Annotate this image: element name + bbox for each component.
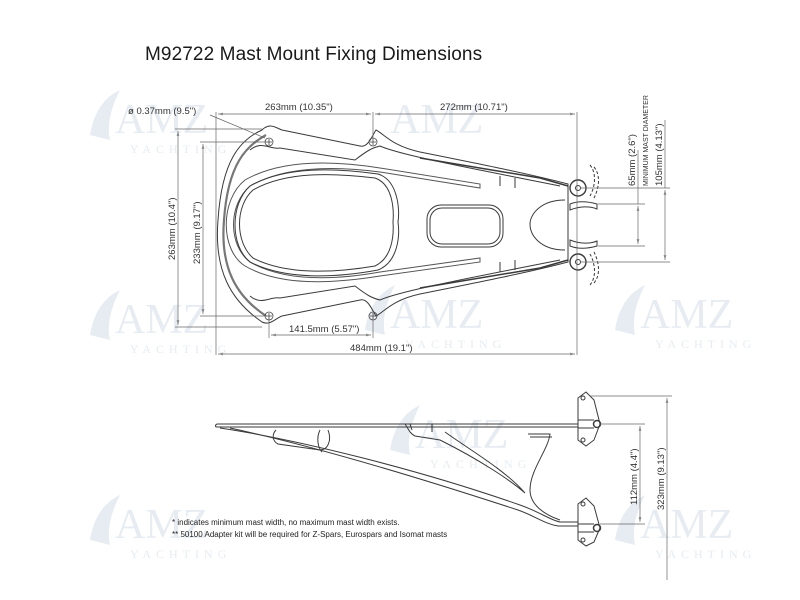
mast-span-label: 105mm (4.13") — [654, 123, 665, 186]
side-view-dimensions — [590, 395, 672, 580]
hole-diameter-label: ø 0.37mm (9.5") — [128, 106, 196, 117]
svg-text:AMZ: AMZ — [640, 292, 733, 338]
svg-text:AMZ: AMZ — [415, 412, 508, 458]
page-title: M92722 Mast Mount Fixing Dimensions — [145, 44, 483, 65]
hinge-spacing-label: 112mm (4.4") — [629, 448, 640, 505]
rear-width-label: 272mm (10.71") — [440, 102, 508, 113]
svg-text:YACHTING: YACHTING — [130, 547, 231, 561]
front-width-label: 263mm (10.35") — [265, 102, 333, 113]
svg-text:YACHTING: YACHTING — [405, 337, 506, 351]
hole-spacing-h-label: 141.5mm (5.57") — [289, 324, 359, 335]
svg-text:AMZ: AMZ — [115, 297, 208, 343]
top-view-outline — [216, 125, 599, 324]
overall-length-label: 484mm (19.1") — [350, 343, 413, 354]
svg-text:YACHTING: YACHTING — [430, 457, 531, 471]
min-mast-diameter-label: MINIMUM MAST DIAMETER — [643, 95, 650, 186]
footnote-min-mast: * indicates minimum mast width, no maxim… — [172, 518, 400, 527]
svg-text:YACHTING: YACHTING — [130, 342, 231, 356]
hole-spacing-v-label: 233mm (9.17") — [192, 201, 203, 264]
svg-text:YACHTING: YACHTING — [655, 337, 756, 351]
svg-text:AMZ: AMZ — [390, 97, 483, 143]
overall-height-label: 263mm (10.4") — [167, 197, 178, 260]
svg-text:AMZ: AMZ — [640, 502, 733, 548]
svg-text:AMZ: AMZ — [390, 292, 483, 338]
svg-text:AMZ: AMZ — [115, 97, 208, 143]
top-view-labels: ø 0.37mm (9.5") 263mm (10.35") 272mm (10… — [128, 95, 665, 354]
top-view-dimensions — [175, 112, 670, 356]
footnote-adapter-kit: ** 50100 Adapter kit will be required fo… — [172, 530, 448, 539]
svg-text:AMZ: AMZ — [115, 502, 208, 548]
svg-text:YACHTING: YACHTING — [655, 547, 756, 561]
side-view-labels: 112mm (4.4") 323mm (9.13") — [629, 447, 667, 510]
side-height-label: 323mm (9.13") — [656, 447, 667, 510]
min-mast-gap-label: 65mm (2.6") — [627, 134, 638, 186]
watermark-logos: AMZ YACHTING AMZ YACHTING AMZ AMZ YACHTI… — [90, 90, 756, 561]
side-view-outline — [215, 391, 602, 547]
